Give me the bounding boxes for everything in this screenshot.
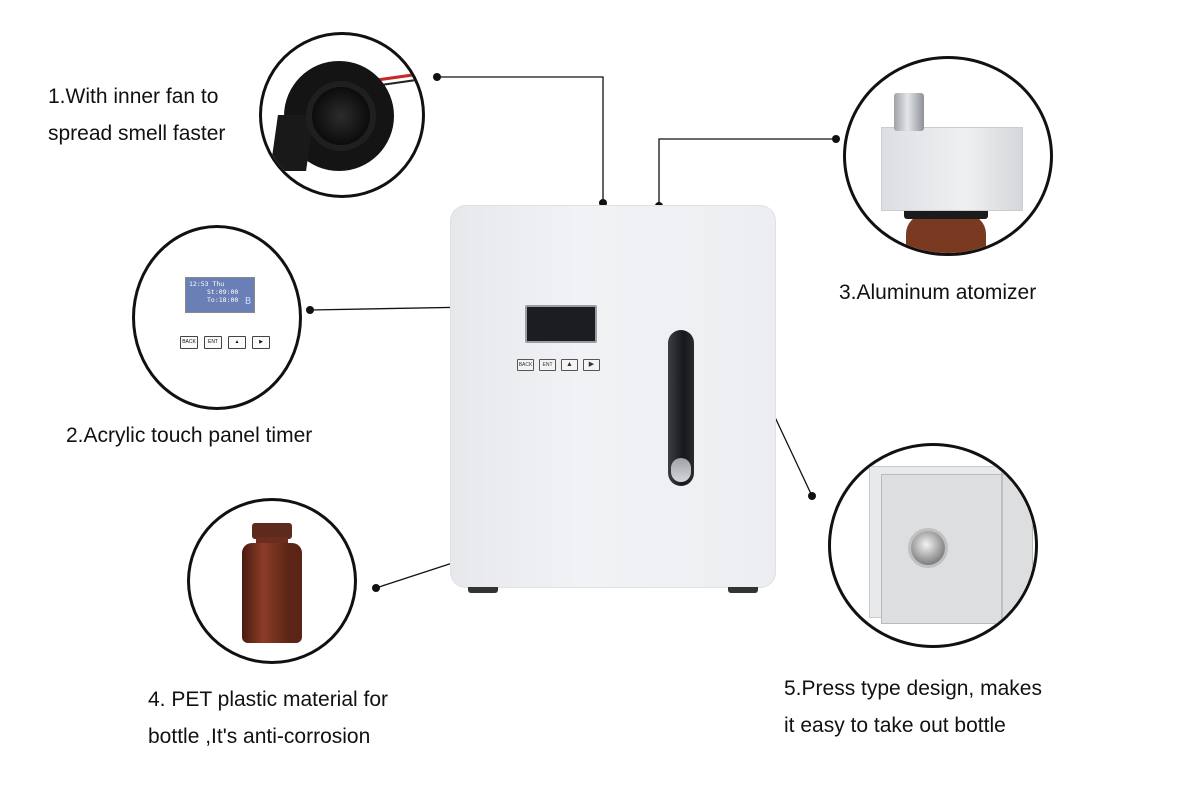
bottle-icon: [242, 543, 302, 643]
device-key-ent: ENT: [539, 359, 556, 371]
bottle-neck: [256, 537, 288, 545]
timer-connector-dot: [306, 306, 314, 314]
device-key-right: ▶: [583, 359, 600, 371]
press-cabinet-door: [881, 474, 1033, 624]
press-connector-dot-end: [808, 492, 816, 500]
device-key-up: ▲: [561, 359, 578, 371]
atomizer-block: [881, 127, 1023, 211]
atomizer-bottle: [906, 214, 986, 253]
panel-lcd-display: 12:53 Thu St:09:00 To:18:00 B: [185, 277, 255, 313]
bottle-callout-line1: 4. PET plastic material for: [148, 688, 389, 711]
press-button-icon: [911, 531, 945, 565]
bottle-zoom-circle: [187, 498, 357, 664]
fan-connector-dot: [433, 73, 441, 81]
panel-key-up: ▲: [228, 336, 246, 349]
fan-icon: [312, 87, 370, 145]
panel-lcd-mode: B: [244, 296, 251, 307]
device-key-back: BACK: [517, 359, 534, 371]
atomizer-callout-label: 3.Aluminum atomizer: [839, 274, 1036, 311]
fan-outlet: [270, 115, 314, 171]
atomizer-nozzle: [894, 93, 924, 131]
panel-key-right: ▶: [252, 336, 270, 349]
press-zoom-circle: [828, 443, 1038, 648]
panel-lcd-start: St:09:00: [207, 288, 239, 296]
device-foot-right: [728, 587, 758, 593]
bottle-viewing-window: [668, 330, 694, 486]
panel-key-ent: ENT: [204, 336, 222, 349]
fan-zoom-circle: [259, 32, 425, 198]
atomizer-zoom-circle: [843, 56, 1053, 256]
device-lcd-screen: [525, 305, 597, 343]
bottle-liquid-level: [671, 458, 691, 482]
press-callout-line2: it easy to take out bottle: [784, 714, 1006, 737]
device-keypad: BACK ENT ▲ ▶: [517, 359, 600, 371]
device-foot-left: [468, 587, 498, 593]
bottle-cap: [252, 523, 292, 539]
bottle-callout-line2: bottle ,It's anti-corrosion: [148, 725, 371, 748]
atomizer-callout-line1: 3.Aluminum atomizer: [839, 281, 1037, 304]
timer-callout-label: 2.Acrylic touch panel timer: [66, 417, 312, 454]
panel-lcd-time: 12:53 Thu: [189, 280, 225, 288]
panel-key-back: BACK: [180, 336, 198, 349]
atomizer-connector-dot: [832, 135, 840, 143]
fan-connector-line: [437, 76, 604, 203]
fan-callout-line1: 1.With inner fan to: [48, 85, 219, 108]
fragrance-diffuser-device: BACK ENT ▲ ▶: [450, 205, 776, 593]
fan-callout-label: 1.With inner fan to spread smell faster: [48, 78, 225, 152]
panel-keypad: BACK ENT ▲ ▶: [180, 336, 270, 349]
press-callout-label: 5.Press type design, makes it easy to ta…: [784, 670, 1042, 744]
bottle-callout-label: 4. PET plastic material for bottle ,It's…: [148, 681, 388, 755]
atomizer-connector-line: [658, 138, 836, 206]
press-callout-line1: 5.Press type design, makes: [784, 677, 1042, 700]
press-cabinet-edge: [1001, 446, 1003, 645]
timer-panel-zoom-circle: 12:53 Thu St:09:00 To:18:00 B BACK ENT ▲…: [132, 225, 302, 410]
panel-lcd-stop: To:18:00: [207, 296, 239, 304]
timer-callout-line1: 2.Acrylic touch panel timer: [66, 424, 313, 447]
fan-callout-line2: spread smell faster: [48, 122, 226, 145]
bottle-connector-dot: [372, 584, 380, 592]
